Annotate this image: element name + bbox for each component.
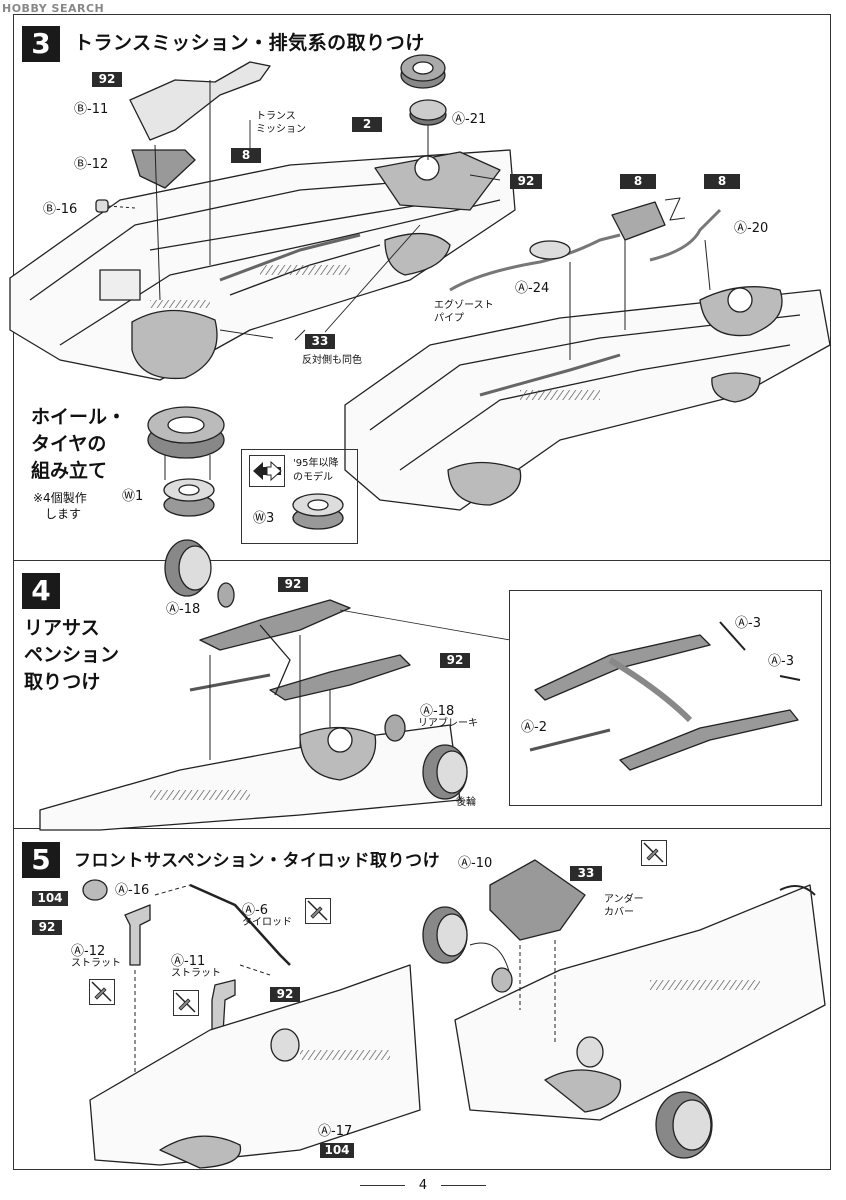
step-number: 4 <box>22 573 60 609</box>
rear-brake-label: リアブレーキ <box>418 718 478 729</box>
paint-brush-icon <box>641 840 667 866</box>
wheel-assembly-title: ホイール・ <box>31 406 127 428</box>
model-year-note: '95年以降 <box>293 458 339 469</box>
step-title: トランスミッション・排気系の取りつけ <box>74 32 425 54</box>
paint-color-badge: 8 <box>620 174 656 189</box>
part-label: Ⓐ-18 <box>166 602 201 617</box>
step-title: フロントサスペンション・タイロッド取りつけ <box>74 851 441 871</box>
step-number: 5 <box>22 842 60 878</box>
part-label: Ⓐ-3 <box>768 654 794 669</box>
paint-color-badge: 92 <box>278 577 308 592</box>
paint-color-badge: 8 <box>704 174 740 189</box>
step-title: ペンション <box>24 644 120 666</box>
chassis-right-step3 <box>344 286 831 511</box>
part-label: Ⓐ-24 <box>515 281 550 296</box>
paint-color-badge: 92 <box>270 987 300 1002</box>
paint-color-badge: 92 <box>32 920 62 935</box>
page-number: 4 <box>0 1178 846 1193</box>
paint-color-badge: 33 <box>570 866 602 881</box>
chassis-left-step3 <box>9 149 516 381</box>
part-label: Ⓦ3 <box>253 511 275 526</box>
part-label: Ⓐ-17 <box>318 1124 353 1139</box>
part-label: Ⓐ-10 <box>458 856 493 871</box>
paint-color-badge: 104 <box>32 891 68 906</box>
rear-suspension-detail-box <box>509 590 822 806</box>
step-title: 取りつけ <box>24 671 101 693</box>
quantity-note: します <box>45 507 82 521</box>
paint-brush-icon <box>173 990 199 1016</box>
transmission-label: トランス <box>256 111 296 122</box>
part-label: Ⓦ1 <box>122 489 144 504</box>
quantity-note: ※4個製作 <box>33 491 87 505</box>
part-label: Ⓐ-11 <box>171 954 206 969</box>
part-label: Ⓐ-3 <box>735 616 761 631</box>
under-cover-label: カバー <box>604 907 634 918</box>
step-title: リアサス <box>24 617 100 639</box>
wheel-assembly <box>147 406 344 530</box>
section-divider-3-4 <box>13 560 831 561</box>
model-year-note: のモデル <box>293 472 333 483</box>
swap-arrows-icon <box>249 455 285 487</box>
paint-color-badge: 92 <box>92 72 122 87</box>
paint-color-badge: 2 <box>352 117 382 132</box>
front-suspension-right <box>422 859 826 1159</box>
strut-label: ストラット <box>71 958 121 969</box>
paint-color-badge: 92 <box>440 653 470 668</box>
paint-brush-icon <box>305 898 331 924</box>
section-divider-4-5 <box>13 828 831 829</box>
paint-brush-icon <box>89 979 115 1005</box>
exhaust-parts <box>449 197 722 360</box>
exhaust-pipe-label: パイプ <box>434 313 464 324</box>
part-label: Ⓑ-16 <box>43 202 78 217</box>
transmission-label: ミッション <box>256 124 306 135</box>
transmission-part <box>95 61 271 301</box>
page-frame <box>13 14 831 1170</box>
paint-color-badge: 33 <box>305 334 335 349</box>
page-number-text: 4 <box>418 1178 428 1193</box>
under-cover-label: アンダー <box>604 894 644 905</box>
part-label: Ⓐ-12 <box>71 944 106 959</box>
tire-wheel-step3 <box>400 54 447 160</box>
part-label: Ⓐ-21 <box>452 112 487 127</box>
wheel-assembly-title: タイヤの <box>31 433 107 455</box>
part-label: Ⓑ-12 <box>74 157 109 172</box>
part-label: Ⓐ-18 <box>420 704 455 719</box>
model-variant-box <box>241 449 358 544</box>
rear-suspension-step4 <box>39 539 468 831</box>
strut-label: ストラット <box>171 968 221 979</box>
opposite-side-note: 反対側も同色 <box>302 355 362 366</box>
paint-color-badge: 92 <box>510 174 542 189</box>
part-label: Ⓐ-2 <box>521 720 547 735</box>
part-label: Ⓐ-16 <box>115 883 150 898</box>
wheel-assembly-title: 組み立て <box>31 460 108 482</box>
rear-wheel-label: 後輪 <box>456 797 476 808</box>
exhaust-pipe-label: エグゾースト <box>434 300 494 311</box>
front-suspension-left <box>82 879 421 1169</box>
paint-color-badge: 8 <box>231 148 261 163</box>
tie-rod-label: タイロッド <box>242 917 292 928</box>
part-label: Ⓑ-11 <box>74 102 109 117</box>
part-label: Ⓐ-20 <box>734 221 769 236</box>
paint-color-badge: 104 <box>320 1143 354 1158</box>
step-number: 3 <box>22 26 60 62</box>
watermark: HOBBY SEARCH <box>2 2 105 15</box>
part-label: Ⓐ-6 <box>242 903 268 918</box>
rear-suspension-inset <box>529 621 801 771</box>
